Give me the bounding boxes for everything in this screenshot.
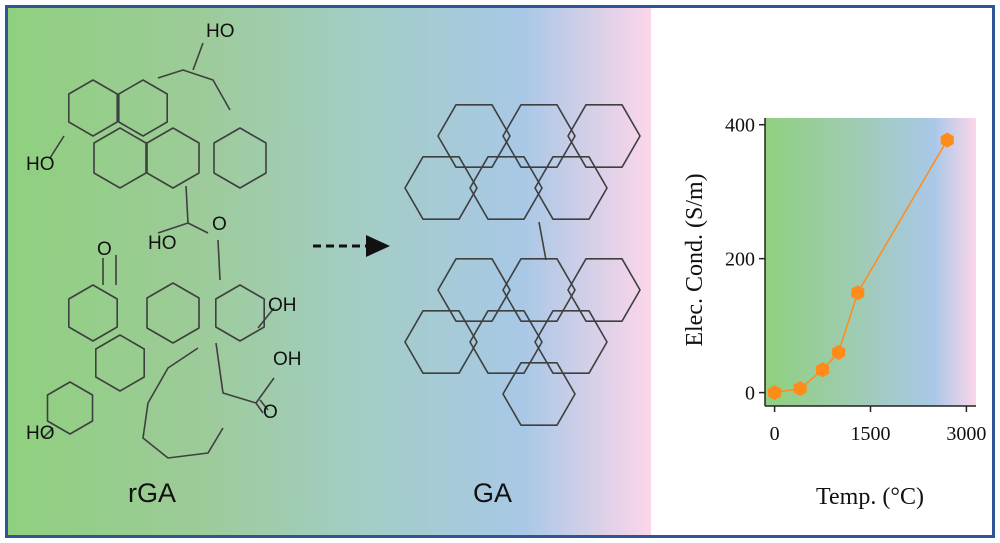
group-label-ho-mid: HO bbox=[148, 233, 177, 254]
rga-structure bbox=[42, 42, 275, 459]
data-point bbox=[851, 285, 865, 301]
rga-bond bbox=[157, 69, 231, 111]
ga-structure bbox=[404, 104, 641, 427]
ga-ring bbox=[567, 258, 641, 323]
ga-label: GA bbox=[473, 478, 512, 508]
data-point bbox=[768, 385, 782, 401]
rga-bond bbox=[255, 402, 264, 414]
ga-ring bbox=[469, 156, 543, 220]
rga-ring bbox=[118, 79, 168, 137]
rga-ring bbox=[93, 127, 147, 189]
rga-ring bbox=[146, 282, 200, 344]
group-label-ho-left: HO bbox=[26, 154, 55, 175]
ga-ring bbox=[404, 156, 478, 220]
rga-bond bbox=[157, 222, 189, 234]
rga-bond bbox=[42, 427, 54, 439]
ga-link-bond bbox=[538, 221, 547, 261]
rga-ring bbox=[213, 127, 267, 189]
ga-ring bbox=[534, 156, 608, 220]
rga-bond bbox=[255, 377, 275, 404]
rga-ring bbox=[146, 127, 200, 189]
rga-ring bbox=[95, 334, 145, 392]
rga-bond bbox=[192, 42, 204, 71]
reaction-arrow bbox=[313, 235, 390, 257]
rga-bond bbox=[259, 399, 269, 411]
y-axis-title: Elec. Cond. (S/m) bbox=[682, 173, 708, 346]
group-label-o-bridge: O bbox=[212, 214, 227, 235]
rga-bond bbox=[215, 342, 257, 404]
data-point bbox=[816, 362, 830, 378]
rga-ring bbox=[67, 79, 118, 137]
data-point bbox=[940, 132, 954, 148]
ga-ring bbox=[502, 104, 576, 168]
group-label-o-acid: O bbox=[263, 402, 278, 423]
rga-bond bbox=[49, 135, 65, 159]
x-axis-title: Temp. (°C) bbox=[816, 484, 924, 510]
ga-ring bbox=[534, 309, 608, 375]
data-point bbox=[793, 381, 807, 397]
rga-bond bbox=[257, 307, 275, 329]
gradient-background bbox=[8, 8, 651, 535]
ga-ring bbox=[469, 309, 543, 375]
rga-bond bbox=[142, 347, 224, 459]
ga-ring bbox=[437, 258, 511, 323]
x-tick-label: 1500 bbox=[851, 423, 891, 445]
ga-ring bbox=[567, 104, 641, 168]
group-label-oh-acid: OH bbox=[273, 349, 302, 370]
data-point bbox=[832, 344, 846, 360]
rga-label: rGA bbox=[128, 478, 176, 508]
rga-bond bbox=[185, 185, 209, 234]
rga-ring bbox=[46, 381, 94, 435]
x-tick-label: 3000 bbox=[946, 423, 986, 445]
rga-ring bbox=[67, 284, 118, 342]
group-label-oh-right: OH bbox=[268, 295, 297, 316]
y-tick-label: 0 bbox=[745, 383, 755, 405]
group-label-ketone-o: O bbox=[97, 239, 112, 260]
group-label-ho-top: HO bbox=[206, 21, 235, 42]
x-tick-label: 0 bbox=[770, 423, 780, 445]
y-tick-label: 400 bbox=[725, 115, 755, 137]
group-label-ho-bottom: HO bbox=[26, 423, 55, 444]
y-tick-label: 200 bbox=[725, 249, 755, 271]
ga-ring bbox=[502, 258, 576, 323]
ga-ring bbox=[502, 361, 576, 427]
ga-ring bbox=[437, 104, 511, 168]
rga-ring bbox=[215, 284, 266, 342]
rga-bond bbox=[217, 239, 221, 281]
conductivity-chart: 0 1500 3000 0 200 400 Temp. (°C) Elec. Cond. … bbox=[682, 115, 986, 510]
ga-ring bbox=[404, 309, 478, 375]
plot-background bbox=[765, 118, 976, 406]
